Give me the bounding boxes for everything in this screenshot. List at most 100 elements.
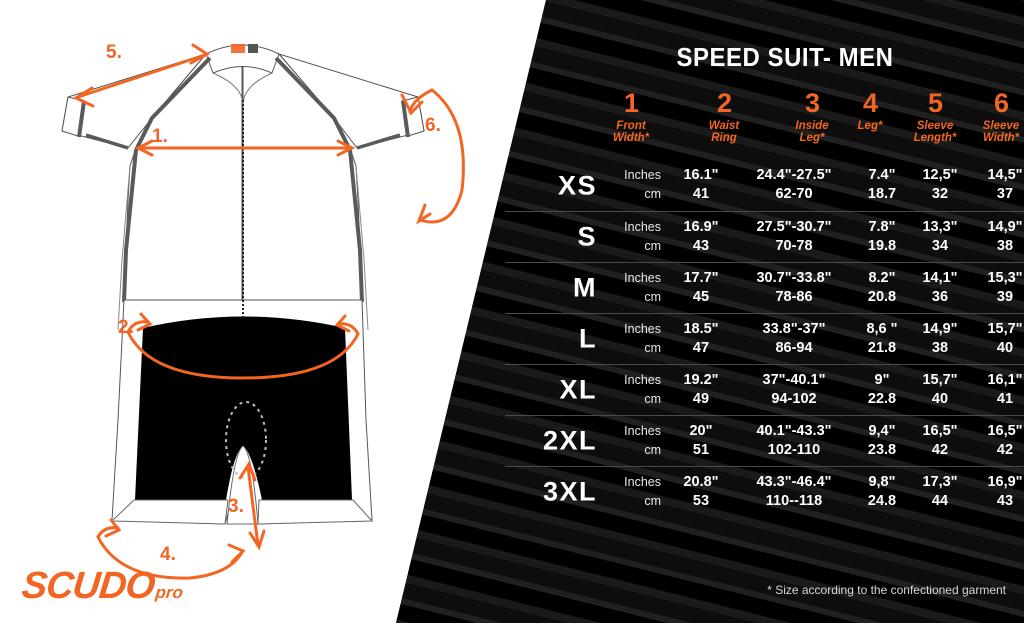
cell-inches-value: 15,7" bbox=[987, 321, 1023, 337]
cell-S-1: 16.9"43 bbox=[641, 218, 761, 256]
cell-cm-value: 42 bbox=[996, 442, 1014, 458]
unit-cm: cm bbox=[644, 341, 661, 355]
unit-inches: Inches bbox=[624, 271, 661, 285]
cell-inches-value: 13,3" bbox=[922, 219, 958, 235]
callout-5-line bbox=[76, 53, 207, 99]
cell-S-2: 27.5"-30.7"70-78 bbox=[734, 218, 854, 256]
cell-inches-value: 20.8" bbox=[683, 474, 719, 490]
cell-cm-value: 49 bbox=[692, 391, 710, 407]
cell-cm-value: 19 bbox=[1011, 237, 1024, 256]
cell-inches-value: 12,5" bbox=[922, 167, 958, 183]
cell-2XL-6: 12,5"27 bbox=[1011, 422, 1024, 460]
cell-cm-value: 78-86 bbox=[775, 289, 813, 305]
cell-inches-value: 16,5" bbox=[922, 423, 958, 439]
unit-inches: Inches bbox=[624, 424, 661, 438]
cell-inches-value: 8.2" bbox=[868, 270, 896, 286]
column-label-3: Inside Leg* bbox=[795, 120, 829, 145]
unit-cm: cm bbox=[644, 494, 661, 508]
unit-cm: cm bbox=[644, 443, 661, 457]
callout-6-loop bbox=[418, 88, 465, 224]
cell-cm-value: 45 bbox=[692, 289, 710, 305]
cell-inches-value: 14,5" bbox=[987, 167, 1023, 183]
column-number-6: 6 bbox=[993, 88, 1009, 118]
cell-inches-value: 8,6" bbox=[1011, 166, 1024, 185]
cell-inches-value: 7.4" bbox=[868, 167, 896, 183]
cell-inches-value: 16,5" bbox=[987, 423, 1023, 439]
cell-XL-1: 19.2" 49 bbox=[641, 371, 761, 409]
brand-logo-name: SCUDO bbox=[19, 565, 157, 607]
size-label-3XL: 3XL bbox=[542, 476, 597, 507]
cell-XS-5: 14,5"37 bbox=[945, 166, 1024, 204]
cell-cm-value: 41 bbox=[692, 186, 710, 202]
unit-inches: Inches bbox=[624, 373, 661, 387]
cell-inches-value: 15,7" bbox=[922, 372, 958, 388]
size-label-XS: XS bbox=[557, 170, 597, 200]
cell-inches-value: 16.1" bbox=[683, 167, 719, 183]
cell-L-5: 15,7"40 bbox=[945, 320, 1024, 358]
cell-3XL-2: 43.3"-46.4"110--118 bbox=[734, 473, 854, 511]
cell-XL-5: 16,1"41 bbox=[945, 371, 1024, 409]
callout-3-line bbox=[246, 465, 260, 547]
column-number-2: 2 bbox=[716, 88, 732, 118]
footnote: * Size according to the confectioned gar… bbox=[767, 583, 1006, 597]
cell-inches-value: 15,3" bbox=[987, 270, 1023, 286]
cell-inches-value: 8,6 " bbox=[866, 321, 898, 337]
cell-inches-value: 20" bbox=[689, 423, 713, 439]
cell-L-2: 33.8"-37"86-94 bbox=[734, 320, 854, 358]
cell-cm-value: 70-78 bbox=[775, 238, 813, 254]
speed-suit-drawing: 5. 1. 6. 2. 3. 4. bbox=[61, 42, 465, 580]
cell-inches-value: 12,5" bbox=[1011, 422, 1024, 441]
cell-inches-value: 7.8" bbox=[868, 219, 896, 235]
column-label-1: Front Width* bbox=[612, 120, 650, 145]
cell-M-5: 15,3"39 bbox=[945, 269, 1024, 307]
cell-XS-2: 24.4"-27.5"62-70 bbox=[734, 166, 854, 204]
cell-cm-value: 23.8 bbox=[867, 442, 897, 458]
cell-S-3: 7.8" 19.8 bbox=[822, 218, 942, 256]
cell-inches-value: 11" bbox=[1011, 320, 1024, 339]
cell-cm-value: 20.8 bbox=[867, 289, 897, 305]
brand-logo-suffix: pro bbox=[154, 583, 184, 602]
size-label-XL: XL bbox=[559, 374, 597, 405]
cell-inches-value: 30.7"-33.8" bbox=[756, 270, 832, 286]
cell-L-1: 18.5"47 bbox=[641, 320, 761, 358]
cell-cm-value: 40 bbox=[931, 391, 949, 407]
cell-3XL-6: 13,3"29 bbox=[1011, 473, 1024, 511]
cell-S-6: 9,4"19 bbox=[1011, 218, 1024, 256]
cell-cm-value: 19.8 bbox=[867, 238, 897, 254]
callout-label-3: 3. bbox=[228, 496, 244, 517]
cell-inches-value: 10,2" bbox=[1011, 269, 1024, 288]
cell-cm-value: 17 bbox=[1011, 185, 1024, 204]
column-label-5: Sleeve Length* bbox=[913, 120, 957, 145]
cell-inches-value: 13,3" bbox=[1011, 473, 1024, 492]
unit-cm: cm bbox=[644, 392, 661, 406]
cell-S-5: 14,9"38 bbox=[945, 218, 1024, 256]
callout-label-2: 2. bbox=[118, 317, 134, 338]
cell-inches-value: 17.7" bbox=[683, 270, 719, 286]
size-label-2XL: 2XL bbox=[542, 425, 597, 456]
cell-cm-value: 110--118 bbox=[765, 493, 823, 509]
cell-cm-value: 53 bbox=[692, 493, 710, 509]
cell-2XL-2: 40.1"-43.3"102-110 bbox=[734, 422, 854, 460]
cell-inches-value: 14,9" bbox=[922, 321, 958, 337]
cell-XS-1: 16.1" 41 bbox=[641, 166, 761, 204]
cell-3XL-4: 17,3"44 bbox=[880, 473, 1000, 511]
callout-label-4: 4. bbox=[160, 544, 176, 565]
size-label-L: L bbox=[579, 323, 597, 354]
cell-inches-value: 9,4" bbox=[868, 423, 896, 439]
cell-inches-value: 19.2" bbox=[683, 372, 719, 388]
cell-XS-3: 7.4"18.7 bbox=[822, 166, 942, 204]
cell-cm-value: 25 bbox=[1011, 390, 1024, 409]
callout-label-6: 6. bbox=[425, 115, 441, 136]
unit-column: Inches cm bbox=[601, 371, 661, 409]
